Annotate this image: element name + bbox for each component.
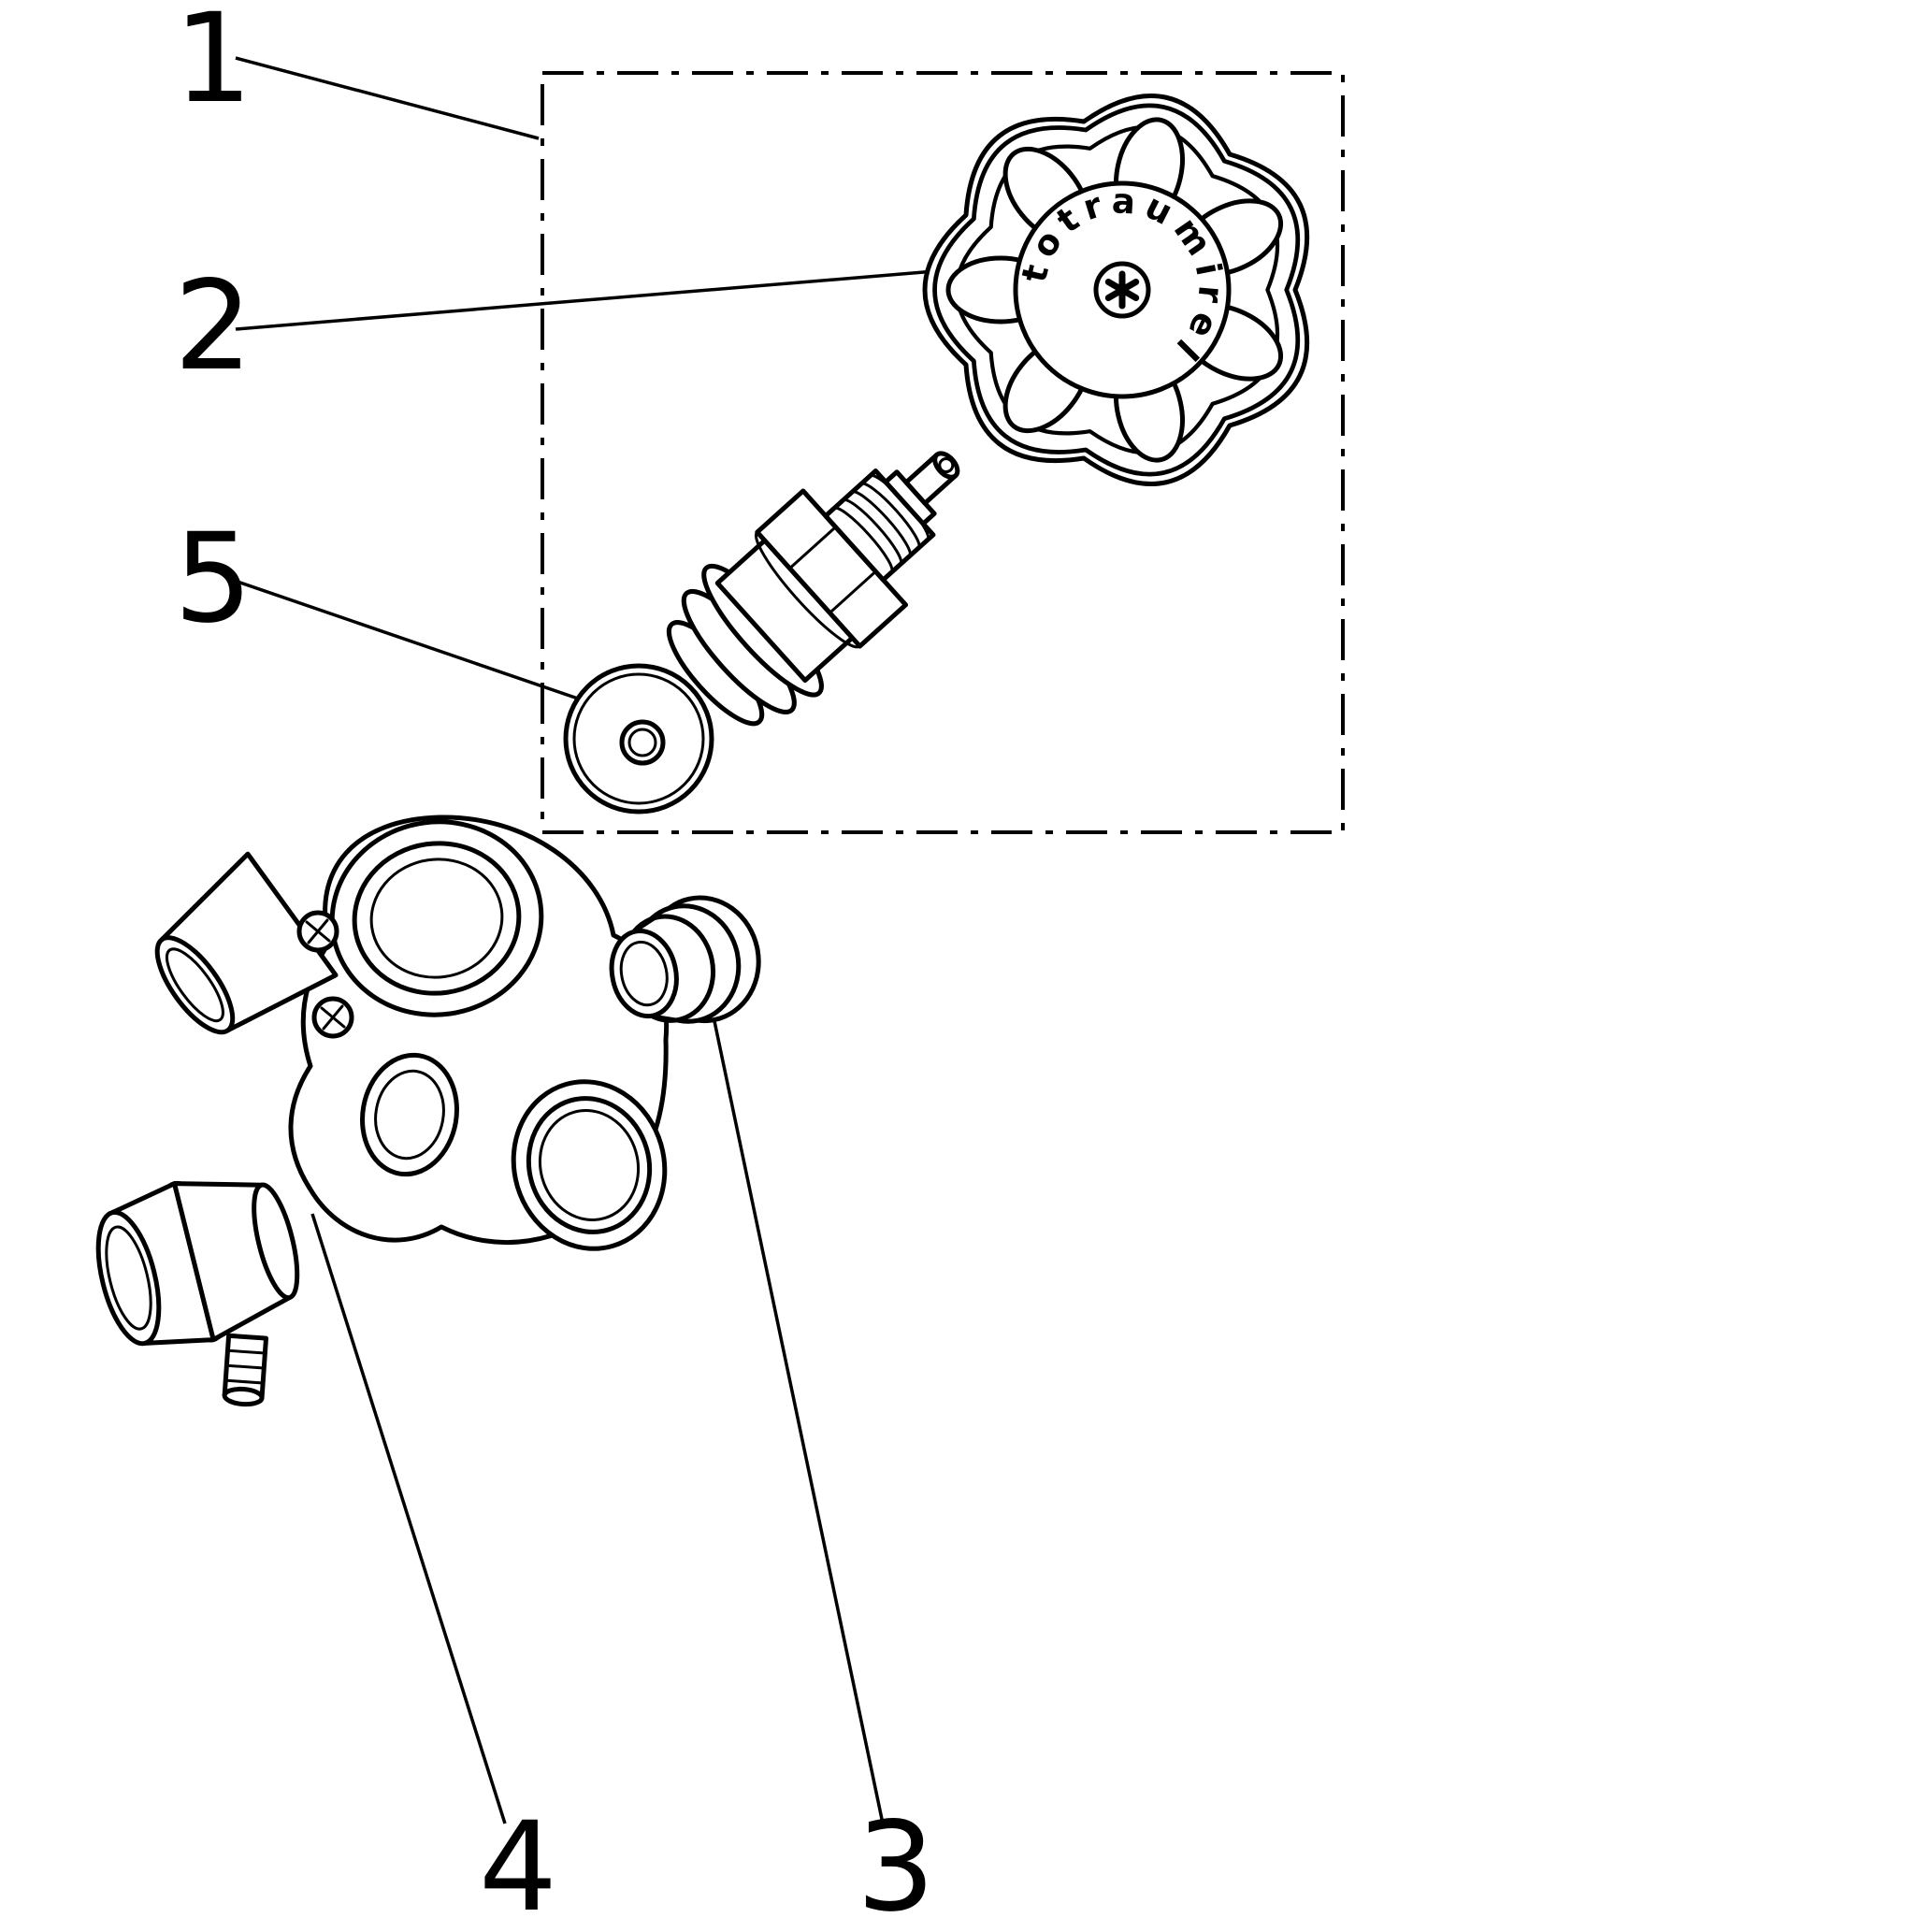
washer-hole-inner [627, 728, 657, 757]
thread-line [859, 482, 921, 550]
valve-body [154, 815, 670, 1251]
leader-line-5 [237, 580, 609, 711]
handwheel: totraumirel [925, 95, 1307, 483]
top-port-ring-mid [352, 841, 522, 996]
spindle-tip-hole [938, 457, 955, 474]
fitting-barbed-nozzle [222, 1333, 269, 1407]
leader-line-2 [235, 269, 936, 331]
callout-3: 3 [857, 1795, 935, 1932]
left-port-opening [154, 935, 236, 1035]
thread-line [841, 497, 903, 566]
callout-1: 1 [174, 0, 252, 131]
seal-washer [563, 663, 714, 815]
callout-2: 2 [174, 254, 252, 398]
assembly-group-box [541, 71, 1345, 834]
washer-rim [572, 672, 705, 805]
valve-body-left-port [154, 851, 339, 1035]
outlet-valve-fitting [95, 1180, 300, 1407]
leader-line-3 [713, 1020, 885, 1824]
asterisk-icon [1104, 270, 1140, 310]
fitting-cap-face [95, 1209, 162, 1347]
leader-line-1 [235, 56, 540, 140]
valve-body-front-port [360, 1052, 459, 1177]
fitting-outlet [252, 1182, 300, 1301]
top-port-ring-inner [369, 858, 504, 979]
washer-hole [619, 719, 666, 766]
valve-body-right-port [511, 1079, 668, 1251]
threaded-bushing [609, 895, 761, 1024]
leader-line-4 [310, 1213, 507, 1824]
spindle-tip [932, 451, 960, 480]
body-screw-head [296, 910, 339, 953]
body-screw-head [311, 996, 354, 1039]
bushing-face-hole [619, 940, 669, 1007]
callout-4: 4 [479, 1795, 557, 1932]
thread-line [832, 506, 894, 574]
callout-5: 5 [174, 507, 252, 651]
headwork-cartridge [666, 451, 960, 727]
thread-line [850, 490, 912, 558]
cartridge-hex-arc [755, 530, 861, 649]
